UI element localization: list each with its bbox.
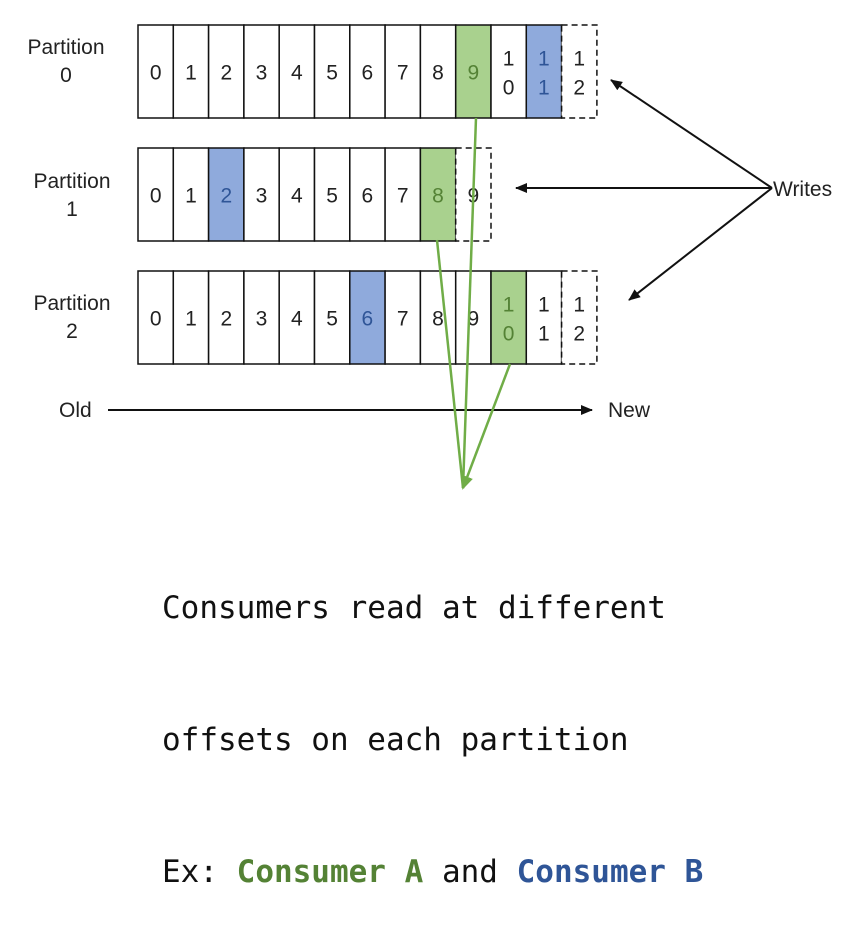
- partition-1-offset-1-label: 1: [185, 185, 197, 208]
- partition-2-offset-7-label: 7: [397, 308, 409, 331]
- partition-0-offset-1-cell: [172, 24, 210, 119]
- partition-1-label: Partition: [33, 170, 110, 193]
- partition-2-offset-5-label: 5: [326, 308, 338, 331]
- partition-2-offset-6-label: 6: [362, 308, 374, 331]
- partition-1-offset-3-cell: [243, 147, 280, 242]
- partition-0-offset-2-cell: [207, 24, 245, 119]
- writes-label: Writes: [773, 178, 832, 201]
- caption-connector: and: [423, 854, 517, 890]
- partition-1-offset-3-label: 3: [256, 185, 268, 208]
- partition-1-offset-4-label: 4: [291, 185, 303, 208]
- partition-1-offset-2-cell: [207, 147, 245, 242]
- partition-1-offset-5-cell: [313, 147, 351, 242]
- partition-0-offset-5-cell: [313, 24, 351, 119]
- partition-0-offset-3-label: 3: [256, 62, 268, 85]
- partition-1-offset-7-label: 7: [397, 185, 409, 208]
- partition-0-number: 0: [60, 64, 72, 87]
- partition-1-offset-0-label: 0: [150, 185, 162, 208]
- caption: Consumers read at different offsets on e…: [162, 498, 703, 938]
- partition-2-offset-10-cell: [490, 270, 528, 365]
- partition-2-offset-0-label: 0: [150, 308, 162, 331]
- partition-2-offset-2-label: 2: [220, 308, 232, 331]
- partition-0-offset-3-cell: [243, 24, 280, 119]
- consumer-a-line-partition-1: [435, 239, 465, 489]
- axis-old-label: Old: [59, 399, 92, 422]
- partition-2-offset-9-label: 9: [467, 308, 479, 331]
- axis-new-label: New: [608, 399, 651, 422]
- partition-2-offset-8-label: 8: [432, 308, 444, 331]
- partition-0-label: Partition: [27, 36, 104, 59]
- partition-1-offset-4-cell: [278, 147, 316, 242]
- partition-1-offset-0-cell: [137, 147, 175, 242]
- partition-2-offset-11-cell: [525, 270, 563, 365]
- writes-arrow-partition-2: [628, 187, 773, 301]
- caption-line-1: Consumers read at different: [162, 590, 666, 626]
- partition-1-offset-5-label: 5: [326, 185, 338, 208]
- partition-0-offset-9-cell: [454, 24, 492, 119]
- partition-1-offset-6-cell: [349, 147, 386, 242]
- partition-0-offset-4-cell: [278, 24, 316, 119]
- partition-0-offset-1-label: 1: [185, 62, 197, 85]
- partition-1-offset-2-label: 2: [220, 185, 232, 208]
- partition-0-offset-8-label: 8: [432, 62, 444, 85]
- partition-1-offset-8-label: 8: [432, 185, 444, 208]
- partition-2-label: Partition: [33, 292, 110, 315]
- partition-0-offset-0-cell: [137, 24, 175, 119]
- consumer-a-label: Consumer A: [236, 854, 424, 890]
- partition-0-offset-6-label: 6: [362, 62, 374, 85]
- consumer-a-line-partition-2: [461, 363, 512, 490]
- partition-1-offset-7-cell: [384, 147, 422, 242]
- partition-2-offset-7-cell: [384, 270, 422, 365]
- partition-2-offset-1-cell: [172, 270, 210, 365]
- consumer-a-line-partition-0: [461, 117, 478, 489]
- partition-1-number: 1: [66, 198, 78, 221]
- partition-0-offset-0-label: 0: [150, 62, 162, 85]
- partition-0-offset-9-label: 9: [467, 62, 479, 85]
- partition-2-number: 2: [66, 320, 78, 343]
- partition-0-offset-12-cell: [560, 24, 598, 119]
- partition-0-offset-7-cell: [384, 24, 422, 119]
- caption-example-prefix: Ex:: [162, 854, 237, 890]
- partition-2-offset-6-cell: [349, 270, 386, 365]
- partition-2-offset-1-label: 1: [185, 308, 197, 331]
- caption-line-3: Ex: Consumer A and Consumer B: [162, 850, 703, 894]
- consumer-b-label: Consumer B: [516, 854, 704, 890]
- partition-0-offset-10-cell: [490, 24, 528, 119]
- partition-0-offset-2-label: 2: [220, 62, 232, 85]
- partition-0-offset-4-label: 4: [291, 62, 303, 85]
- partition-2-offset-3-label: 3: [256, 308, 268, 331]
- partition-0-offset-11-cell: [525, 24, 563, 119]
- writes-arrow-partition-0: [610, 79, 773, 189]
- partition-0-offset-7-label: 7: [397, 62, 409, 85]
- partition-2-offset-5-cell: [313, 270, 351, 365]
- partition-2-offset-4-label: 4: [291, 308, 303, 331]
- partition-0-offset-8-cell: [419, 24, 457, 119]
- partition-2-offset-0-cell: [137, 270, 175, 365]
- partition-0-offset-5-label: 5: [326, 62, 338, 85]
- partition-2-offset-12-cell: [560, 270, 598, 365]
- partition-1-offset-6-label: 6: [362, 185, 374, 208]
- caption-line-2: offsets on each partition: [162, 722, 629, 758]
